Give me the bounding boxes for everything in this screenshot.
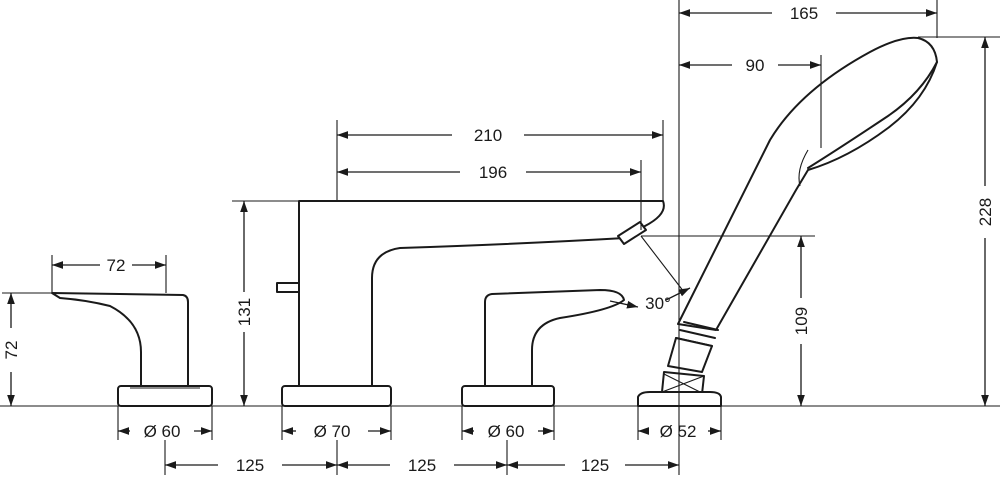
label-holder-height: 109 [792,307,811,335]
label-base-right-dia: Ø 60 [488,422,525,441]
label-spout-height: 131 [235,298,254,326]
label-spacing-2: 125 [408,456,436,475]
label-spacing-1: 125 [236,456,264,475]
label-handle-left-height: 72 [2,341,21,360]
label-handle-left-width: 72 [107,256,126,275]
label-tilt-angle: 30° [645,294,671,313]
label-handshower-reach: 165 [790,4,818,23]
label-base-left-dia: Ø 60 [144,422,181,441]
label-spout-length-inner: 196 [479,163,507,182]
label-base-spout-dia: Ø 70 [314,422,351,441]
label-handshower-height: 228 [976,198,995,226]
spout [276,200,665,407]
hand-shower [637,36,938,407]
label-holder-base-dia: Ø 52 [660,422,697,441]
dimension-lines [7,9,989,469]
right-handle [461,289,625,407]
label-handshower-head-offset: 90 [746,56,765,75]
label-spacing-3: 125 [581,456,609,475]
left-handle [51,292,213,407]
label-spout-length-outer: 210 [474,126,502,145]
dimension-labels: 72 72 Ø 60 131 210 196 Ø 70 Ø 60 Ø 52 12… [2,4,995,475]
